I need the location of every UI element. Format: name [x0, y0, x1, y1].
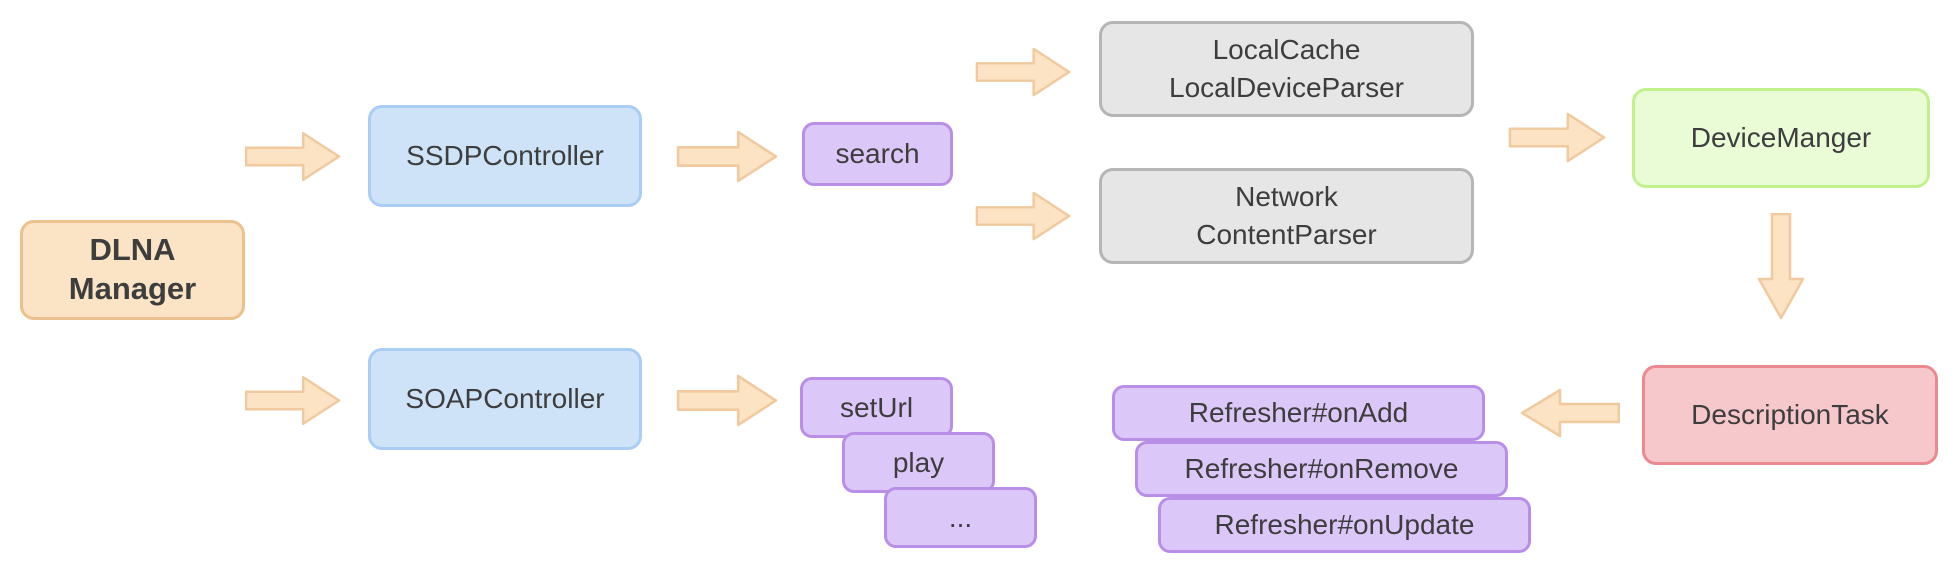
arrow-left-icon	[1520, 388, 1620, 438]
node-label: Refresher#onRemove	[1184, 453, 1459, 485]
node-label: search	[835, 138, 920, 170]
node-description-task: DescriptionTask	[1642, 365, 1938, 465]
node-refresher-on-update: Refresher#onUpdate	[1158, 497, 1531, 553]
node-label: DescriptionTask	[1691, 399, 1889, 431]
arrow-right-icon	[975, 191, 1071, 241]
node-label: Network	[1235, 181, 1338, 213]
node-label: setUrl	[839, 391, 914, 423]
node-action-play: play	[842, 432, 995, 493]
node-label: Refresher#onAdd	[1188, 397, 1409, 429]
node-network-content-parser: Network ContentParser	[1099, 168, 1474, 264]
node-refresher-on-remove: Refresher#onRemove	[1135, 441, 1508, 497]
node-search: search	[802, 122, 953, 186]
arrow-right-icon	[975, 47, 1071, 97]
node-label: LocalDeviceParser	[1169, 72, 1404, 103]
node-label: Refresher#onUpdate	[1214, 509, 1475, 541]
node-action-ellipsis: ...	[884, 487, 1037, 548]
node-local-cache-parser: LocalCache LocalDeviceParser	[1099, 21, 1474, 117]
node-refresher-on-add: Refresher#onAdd	[1112, 385, 1485, 441]
arrow-right-icon	[245, 376, 341, 425]
node-label: ContentParser	[1196, 219, 1377, 250]
node-device-manger: DeviceManger	[1632, 88, 1930, 188]
arrow-down-icon	[1757, 213, 1805, 320]
node-dlna-manager: DLNA Manager	[20, 220, 245, 320]
node-label: DeviceManger	[1690, 122, 1872, 154]
arrow-right-icon	[245, 132, 341, 181]
node-label: play	[892, 446, 945, 478]
arrow-right-icon	[676, 374, 778, 427]
node-label: SOAPController	[405, 383, 605, 415]
node-label: ...	[948, 501, 973, 533]
node-label: SSDPController	[406, 140, 604, 172]
node-ssdp-controller: SSDPController	[368, 105, 642, 207]
node-label: LocalCache	[1212, 34, 1361, 66]
node-label: Manager	[68, 271, 197, 306]
node-label: DLNA	[89, 232, 176, 268]
node-soap-controller: SOAPController	[368, 348, 642, 450]
arrow-right-icon	[676, 130, 778, 183]
node-action-seturl: setUrl	[800, 377, 953, 438]
arrow-right-icon	[1508, 112, 1606, 163]
